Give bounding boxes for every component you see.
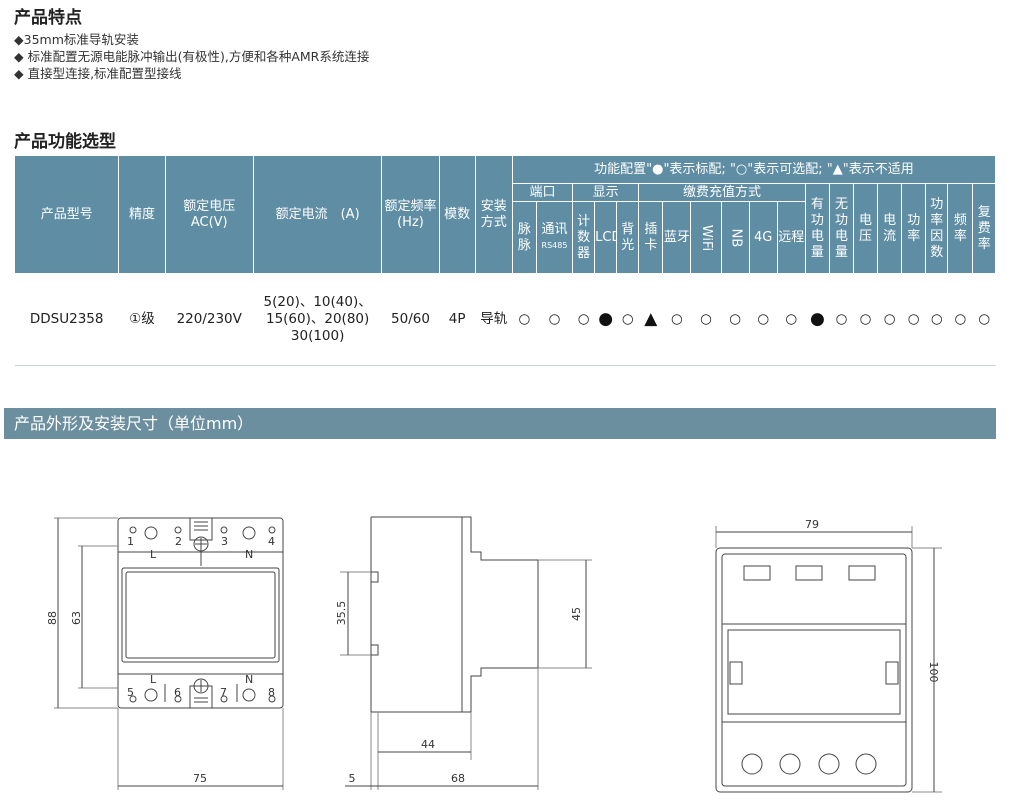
header-backlight: 背光 bbox=[616, 201, 640, 274]
symbol-voltage: ○ bbox=[853, 273, 878, 366]
dim-back-height: 100 bbox=[927, 662, 940, 683]
symbol-rate: ○ bbox=[972, 273, 996, 366]
terminal-label: 8 bbox=[268, 686, 275, 699]
symbol-current: ○ bbox=[877, 273, 902, 366]
cell-modules: 4P bbox=[439, 273, 476, 366]
dim-front-height: 88 bbox=[46, 611, 59, 625]
header-model: 产品型号 bbox=[13, 155, 120, 274]
dim-back-width: 79 bbox=[805, 518, 819, 531]
symbol-4g: ○ bbox=[749, 273, 778, 366]
symbol-backlight: ○ bbox=[616, 273, 639, 366]
symbol-lcd: ● bbox=[594, 273, 617, 366]
symbol-rs485: ○ bbox=[536, 273, 573, 366]
feature-item: ◆35mm标准导轨安装 bbox=[14, 32, 139, 47]
header-card: 插卡 bbox=[638, 201, 664, 274]
header-frequency: 额定频率(Hz) bbox=[381, 155, 440, 274]
header-display: 显示 bbox=[572, 183, 640, 202]
header-lcd: LCD bbox=[594, 201, 618, 274]
symbol-nb: ○ bbox=[721, 273, 750, 366]
dim-front-window: 63 bbox=[70, 611, 83, 625]
cell-accuracy: ①级 bbox=[118, 273, 166, 366]
symbol-reactive-energy: ○ bbox=[829, 273, 854, 366]
header-reactive-energy: 无功电量 bbox=[828, 183, 855, 274]
header-mounting: 安装方式 bbox=[474, 155, 513, 274]
header-voltage: 额定电压AC(V) bbox=[164, 155, 254, 274]
features-title: 产品特点 bbox=[14, 8, 82, 28]
dim-front-width: 75 bbox=[193, 772, 207, 785]
symbol-card: ▲ bbox=[638, 273, 663, 366]
cell-frequency: 50/60 bbox=[381, 273, 440, 366]
header-bluetooth: 蓝牙 bbox=[662, 201, 692, 274]
symbol-pulse: ○ bbox=[512, 273, 537, 366]
terminal-label: 5 bbox=[127, 686, 134, 699]
header-power-factor: 功率因数 bbox=[925, 183, 949, 274]
cell-model: DDSU2358 bbox=[14, 273, 119, 366]
header-wifi: WiFi bbox=[690, 201, 722, 274]
header-current-measure: 电流 bbox=[877, 183, 903, 274]
header-remote: 远程 bbox=[776, 201, 806, 274]
terminal-label: 2 bbox=[175, 535, 182, 548]
header-voltage-measure: 电压 bbox=[852, 183, 879, 274]
terminal-label: 3 bbox=[221, 535, 228, 548]
header-rate: 复费率 bbox=[972, 183, 996, 274]
symbol-power: ○ bbox=[901, 273, 926, 366]
table-row: DDSU2358 ①级 220/230V 5(20)、10(40)、15(60)… bbox=[14, 273, 996, 366]
symbol-active-energy: ● bbox=[805, 273, 830, 366]
terminal-label: 7 bbox=[220, 686, 227, 699]
header-4g: 4G bbox=[748, 201, 778, 274]
symbol-counter: ○ bbox=[572, 273, 595, 366]
terminal-neutral-label: N bbox=[245, 673, 253, 686]
terminal-neutral-label: N bbox=[245, 548, 253, 561]
header-config-legend: 功能配置"●"表示标配; "○"表示可选配; "▲"表示不适用 bbox=[511, 155, 997, 184]
terminal-label: 4 bbox=[268, 535, 275, 548]
back-view-drawing bbox=[715, 526, 942, 793]
symbol-frequency: ○ bbox=[947, 273, 973, 366]
cell-mounting: 导轨 bbox=[475, 273, 513, 366]
header-current: 额定电流 (A) bbox=[252, 155, 383, 274]
dim-side-rail-width: 5 bbox=[349, 772, 356, 785]
header-freq: 频率 bbox=[947, 183, 974, 274]
terminal-label: 1 bbox=[127, 535, 134, 548]
feature-item: ◆ 标准配置无源电能脉冲输出(有极性),方便和各种AMR系统连接 bbox=[14, 49, 370, 64]
header-accuracy: 精度 bbox=[118, 155, 166, 274]
cell-current: 5(20)、10(40)、15(60)、20(80) 30(100) bbox=[253, 273, 382, 366]
dimensions-title: 产品外形及安装尺寸（单位mm） bbox=[4, 408, 996, 439]
symbol-remote: ○ bbox=[777, 273, 806, 366]
feature-item: ◆ 直接型连接,标准配置型接线 bbox=[14, 66, 182, 81]
selection-table: 产品型号 精度 额定电压AC(V) 额定电流 (A) 额定频率(Hz) 模数 安… bbox=[13, 155, 997, 366]
dim-side-inner-depth: 44 bbox=[421, 738, 435, 751]
terminal-line-label: L bbox=[150, 548, 157, 561]
header-active-energy: 有功电量 bbox=[804, 183, 830, 274]
dim-side-body-height: 45 bbox=[570, 607, 583, 621]
terminal-line-label: L bbox=[150, 673, 157, 686]
header-power: 功率 bbox=[901, 183, 927, 274]
selection-title: 产品功能选型 bbox=[14, 132, 116, 152]
header-counter: 计数器 bbox=[572, 201, 596, 274]
dim-side-total-depth: 68 bbox=[451, 772, 465, 785]
symbol-wifi: ○ bbox=[690, 273, 722, 366]
symbol-bluetooth: ○ bbox=[662, 273, 691, 366]
cell-voltage: 220/230V bbox=[165, 273, 254, 366]
dim-side-rail-height: 35.5 bbox=[335, 601, 348, 626]
front-view-drawing bbox=[54, 517, 284, 790]
header-nb: NB bbox=[720, 201, 750, 274]
side-view-drawing bbox=[340, 516, 592, 790]
terminal-label: 6 bbox=[174, 686, 181, 699]
symbol-power-factor: ○ bbox=[925, 273, 948, 366]
